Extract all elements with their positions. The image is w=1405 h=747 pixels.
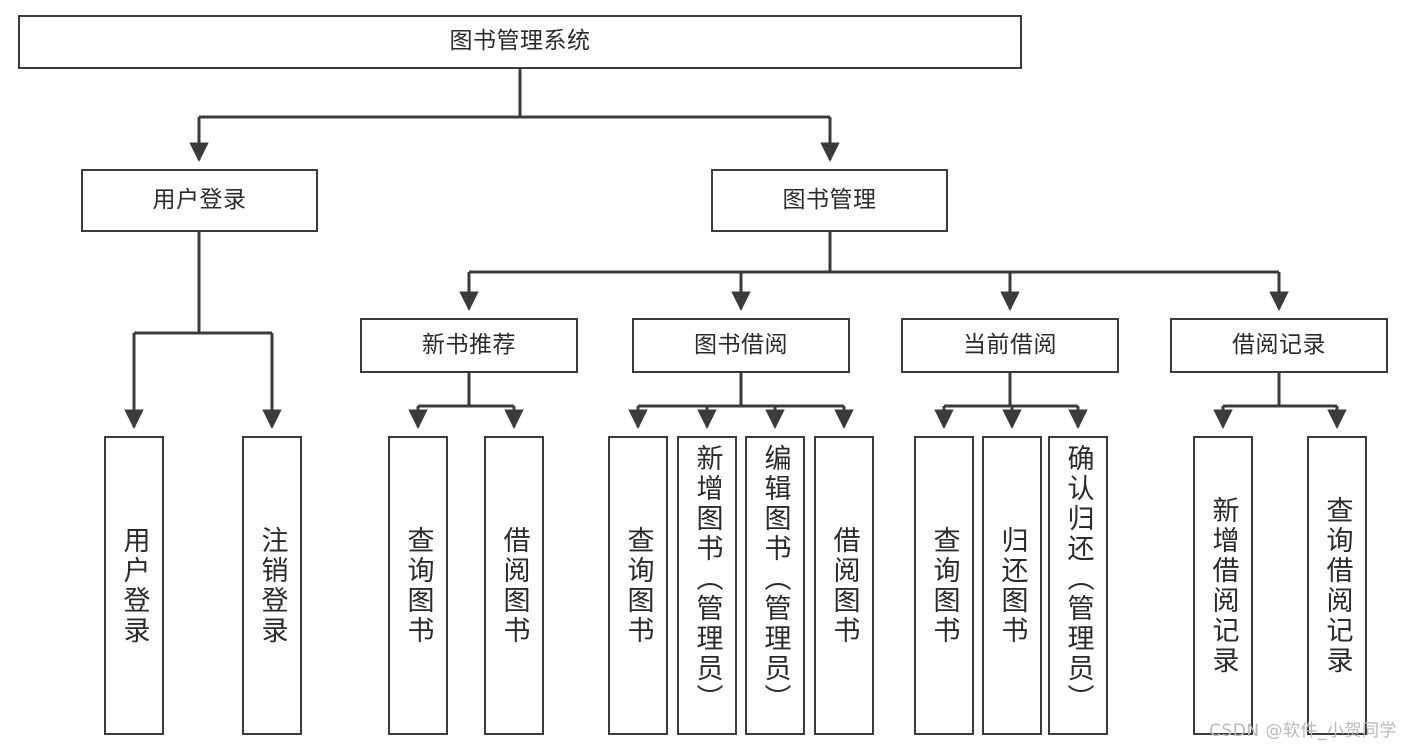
edge-bookmgmt-to-level3 [459, 232, 1289, 311]
node-root-label: 图书管理系统 [449, 28, 591, 55]
node-leaf-return-book-label: 归还图书 [996, 525, 1028, 646]
node-leaf-confirm-return-admin[interactable]: 确认归还（管理员） [1048, 436, 1108, 735]
edge-root-to-level2 [189, 69, 840, 162]
node-leaf-borrow-book-label: 借阅图书 [828, 525, 860, 646]
node-current-borrow-label: 当前借阅 [963, 331, 1057, 358]
node-leaf-edit-book-admin-label: 编辑图书（管理员） [759, 444, 791, 714]
node-root[interactable]: 图书管理系统 [18, 15, 1022, 69]
node-leaf-add-borrow-record-label: 新增借阅记录 [1207, 495, 1239, 676]
node-book-borrow[interactable]: 图书借阅 [632, 318, 850, 373]
node-current-borrow[interactable]: 当前借阅 [901, 318, 1119, 373]
edge-newbook-to-leaves [408, 373, 524, 429]
node-leaf-add-book-admin-label: 新增图书（管理员） [691, 444, 723, 714]
node-leaf-return-book[interactable]: 归还图书 [982, 436, 1042, 735]
watermark-text: CSDN @软件_小贺同学 [1209, 721, 1397, 741]
node-leaf-query-book-current[interactable]: 查询图书 [914, 436, 974, 735]
node-borrow-record[interactable]: 借阅记录 [1170, 318, 1388, 373]
edge-userlogin-to-leaves [124, 232, 282, 429]
node-leaf-query-borrow-record[interactable]: 查询借阅记录 [1307, 436, 1367, 735]
node-leaf-query-book-current-label: 查询图书 [928, 525, 960, 646]
node-leaf-borrow-book[interactable]: 借阅图书 [814, 436, 874, 735]
node-leaf-user-login[interactable]: 用户登录 [104, 436, 164, 735]
node-new-book-recommend-label: 新书推荐 [422, 331, 516, 358]
node-leaf-query-book-borrow[interactable]: 查询图书 [608, 436, 668, 735]
node-leaf-user-login-label: 用户登录 [118, 525, 150, 646]
node-leaf-add-book-admin[interactable]: 新增图书（管理员） [677, 436, 737, 735]
node-leaf-add-borrow-record[interactable]: 新增借阅记录 [1193, 436, 1253, 735]
node-leaf-query-book-borrow-label: 查询图书 [622, 525, 654, 646]
node-borrow-record-label: 借阅记录 [1232, 331, 1326, 358]
edge-currentborrow-to-leaves [934, 373, 1088, 429]
node-leaf-query-borrow-record-label: 查询借阅记录 [1321, 495, 1353, 676]
edge-bookborrow-to-leaves [628, 373, 854, 429]
node-user-login-label: 用户登录 [152, 186, 247, 213]
node-leaf-query-book-recommend[interactable]: 查询图书 [388, 436, 448, 735]
node-leaf-confirm-return-admin-label: 确认归还（管理员） [1062, 444, 1094, 714]
node-user-login[interactable]: 用户登录 [81, 169, 318, 232]
node-book-management[interactable]: 图书管理 [711, 169, 948, 232]
node-leaf-logout-login[interactable]: 注销登录 [242, 436, 302, 735]
edge-borrowrecord-to-leaves [1213, 373, 1347, 429]
node-new-book-recommend[interactable]: 新书推荐 [360, 318, 578, 373]
node-leaf-logout-login-label: 注销登录 [256, 525, 288, 646]
node-book-management-label: 图书管理 [782, 186, 877, 213]
node-leaf-borrow-book-recommend[interactable]: 借阅图书 [484, 436, 544, 735]
node-leaf-query-book-recommend-label: 查询图书 [402, 525, 434, 646]
node-leaf-borrow-book-recommend-label: 借阅图书 [498, 525, 530, 646]
node-book-borrow-label: 图书借阅 [694, 331, 788, 358]
node-leaf-edit-book-admin[interactable]: 编辑图书（管理员） [745, 436, 805, 735]
